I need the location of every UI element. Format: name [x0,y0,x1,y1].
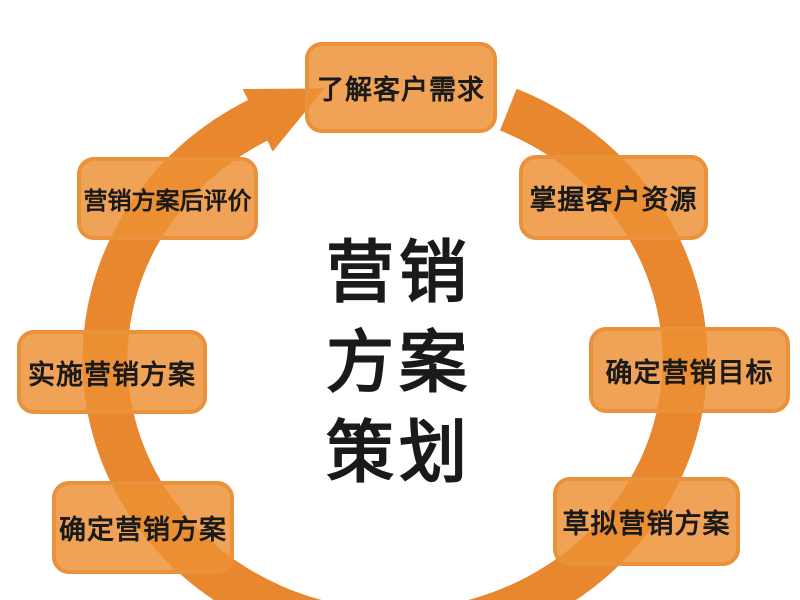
step-label: 确定营销目标 [605,357,774,389]
diagram-title: 营销 方案 策划 [299,229,499,499]
step-grasp-customer-resources: 掌握客户资源 [519,155,708,240]
diagram-title-line: 方案 [325,324,472,403]
step-label: 掌握客户资源 [529,185,698,216]
step-implement-marketing-plan: 实施营销方案 [17,330,207,414]
step-label: 实施营销方案 [28,359,196,391]
step-evaluate-marketing-plan: 营销方案后评价 [77,157,258,240]
step-label: 草拟营销方案 [562,509,731,540]
step-draft-marketing-plan: 草拟营销方案 [553,477,740,566]
step-label: 营销方案后评价 [83,187,252,215]
step-understand-customer-needs: 了解客户需求 [305,42,497,133]
cycle-ring-arc [82,88,708,600]
step-label: 了解客户需求 [317,75,485,106]
diagram-title-line: 策划 [325,414,472,493]
step-finalize-marketing-plan: 确定营销方案 [52,481,234,574]
step-set-marketing-goals: 确定营销目标 [589,327,790,413]
step-label: 确定营销方案 [59,515,227,546]
diagram-title-line: 营销 [325,234,472,313]
